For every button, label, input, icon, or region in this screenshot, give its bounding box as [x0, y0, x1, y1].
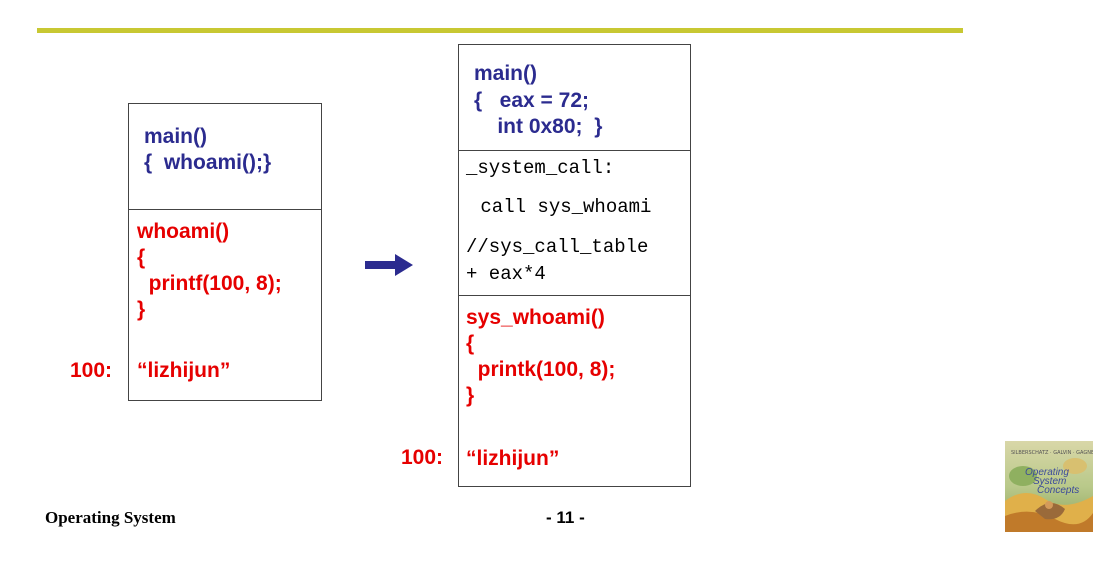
right-main-line-2: { eax = 72; — [474, 89, 589, 112]
right-syscall-section: _system_call: call sys_whoami //sys_call… — [459, 150, 690, 296]
right-main-line-3: int 0x80; } — [474, 115, 603, 138]
right-syscall-line-1: _system_call: — [466, 157, 615, 179]
left-memory-box: main() { whoami();} whoami() { printf(10… — [128, 103, 322, 401]
right-func-line-4: } — [466, 384, 475, 407]
svg-text:SILBERSCHATZ · GALVIN · GAGNE: SILBERSCHATZ · GALVIN · GAGNE — [1011, 450, 1093, 456]
right-syscall-line-3: //sys_call_table — [466, 236, 649, 258]
right-func-line-2: { — [466, 332, 475, 355]
right-syscall-line-4: + eax*4 — [466, 263, 546, 285]
book-cover-logo: SILBERSCHATZ · GALVIN · GAGNE Operating … — [1005, 441, 1093, 532]
left-func-line-4: } — [137, 298, 146, 321]
right-main-section: main() { eax = 72; int 0x80; } — [459, 45, 690, 150]
page-number: - 11 - — [546, 508, 585, 527]
left-string: “lizhijun” — [137, 359, 231, 382]
footer-title: Operating System — [45, 508, 176, 527]
left-func-section: whoami() { printf(100, 8); } “lizhijun” — [129, 209, 321, 400]
logo-text-3: Concepts — [1037, 485, 1080, 496]
right-address-label: 100: — [401, 446, 444, 469]
right-func-line-3: printk(100, 8); — [466, 358, 616, 381]
right-main-line-1: main() — [474, 62, 537, 85]
left-func-line-3: printf(100, 8); — [137, 272, 282, 295]
left-main-section: main() { whoami();} — [129, 104, 321, 209]
right-arrow-icon — [365, 254, 413, 276]
logo-text-2: System — [1033, 476, 1067, 487]
right-func-section: sys_whoami() { printk(100, 8); } “lizhij… — [459, 295, 690, 486]
left-func-line-2: { — [137, 246, 146, 269]
left-func-line-1: whoami() — [137, 220, 230, 243]
right-syscall-line-2: call sys_whoami — [469, 196, 652, 218]
logo-text-1: Operating — [1025, 467, 1069, 478]
right-memory-box: main() { eax = 72; int 0x80; } _system_c… — [458, 44, 691, 487]
left-main-line-2: { whoami();} — [144, 151, 272, 174]
left-main-line-1: main() — [144, 125, 207, 148]
right-func-line-1: sys_whoami() — [466, 306, 605, 329]
left-address-label: 100: — [70, 359, 113, 382]
right-string: “lizhijun” — [466, 447, 560, 470]
header-divider — [37, 28, 963, 33]
